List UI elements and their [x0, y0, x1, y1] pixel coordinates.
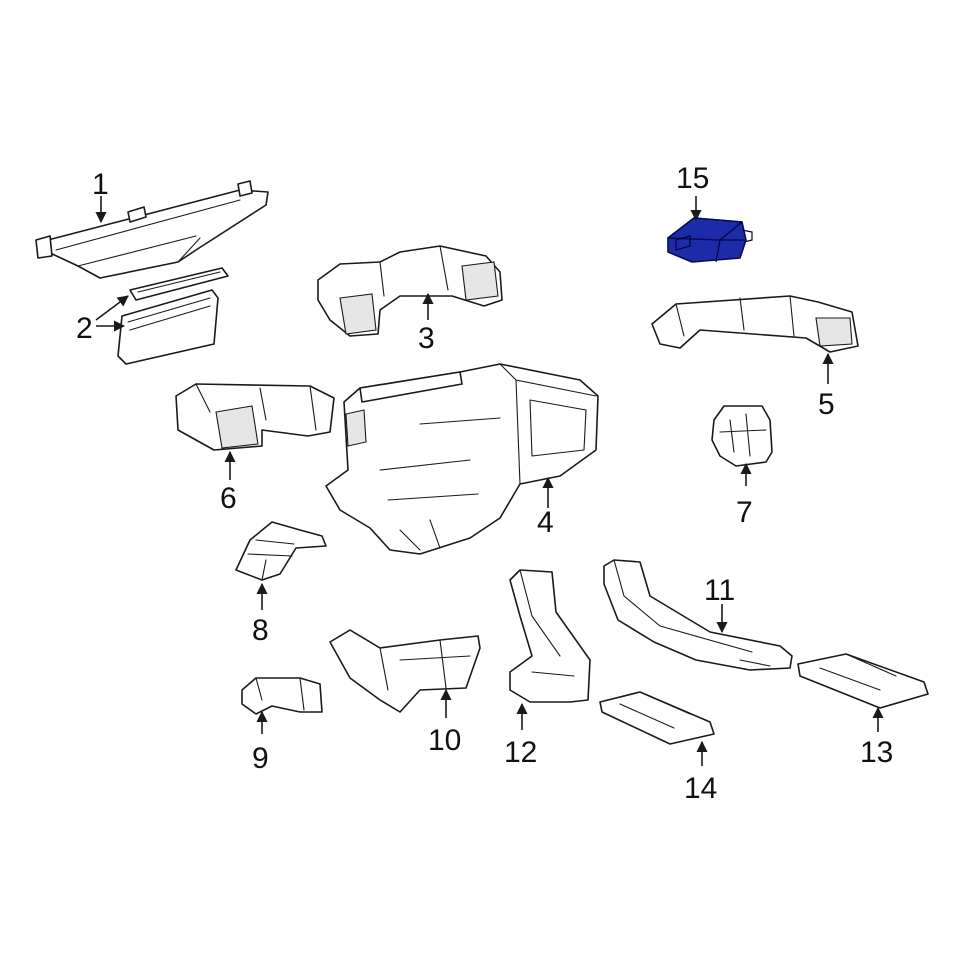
callout-3: 3 — [418, 322, 435, 355]
callout-2: 2 — [76, 312, 93, 345]
callout-13: 13 — [860, 736, 893, 769]
callout-14: 14 — [684, 772, 717, 805]
part-11-long-rear-duct[interactable] — [603, 559, 793, 671]
part-14-floor-duct-center[interactable] — [599, 691, 715, 745]
callout-11: 11 — [704, 574, 735, 607]
part-2-seal-gaskets[interactable] — [117, 267, 229, 365]
callout-15: 15 — [676, 162, 709, 195]
part-13-floor-duct-right[interactable] — [797, 653, 929, 709]
part-9-foot-duct[interactable] — [241, 677, 323, 715]
callout-5: 5 — [818, 388, 835, 421]
part-4-hvac-case[interactable] — [325, 363, 599, 555]
callout-9: 9 — [252, 742, 269, 775]
part-3-center-vent-duct[interactable] — [317, 245, 503, 337]
part-15-control-module[interactable] — [667, 217, 753, 263]
part-5-right-vent-duct[interactable] — [651, 295, 859, 353]
callout-4: 4 — [537, 506, 554, 539]
callout-labels: 1 2 3 4 5 6 7 8 9 10 11 12 13 14 15 — [76, 162, 893, 805]
callout-1: 1 — [92, 168, 109, 201]
callout-6: 6 — [220, 482, 237, 515]
part-8-bracket[interactable] — [235, 521, 327, 581]
callout-7: 7 — [736, 496, 753, 529]
part-1-defroster-duct[interactable] — [35, 180, 269, 279]
part-12-rear-duct-riser[interactable] — [509, 569, 591, 703]
part-7-small-duct[interactable] — [711, 405, 773, 467]
callout-8: 8 — [252, 614, 269, 647]
part-6-left-vent-duct[interactable] — [175, 383, 335, 451]
callout-12: 12 — [504, 736, 537, 769]
leader-lines — [95, 196, 884, 766]
callout-10: 10 — [428, 724, 461, 757]
part-10-floor-duct[interactable] — [329, 629, 481, 713]
